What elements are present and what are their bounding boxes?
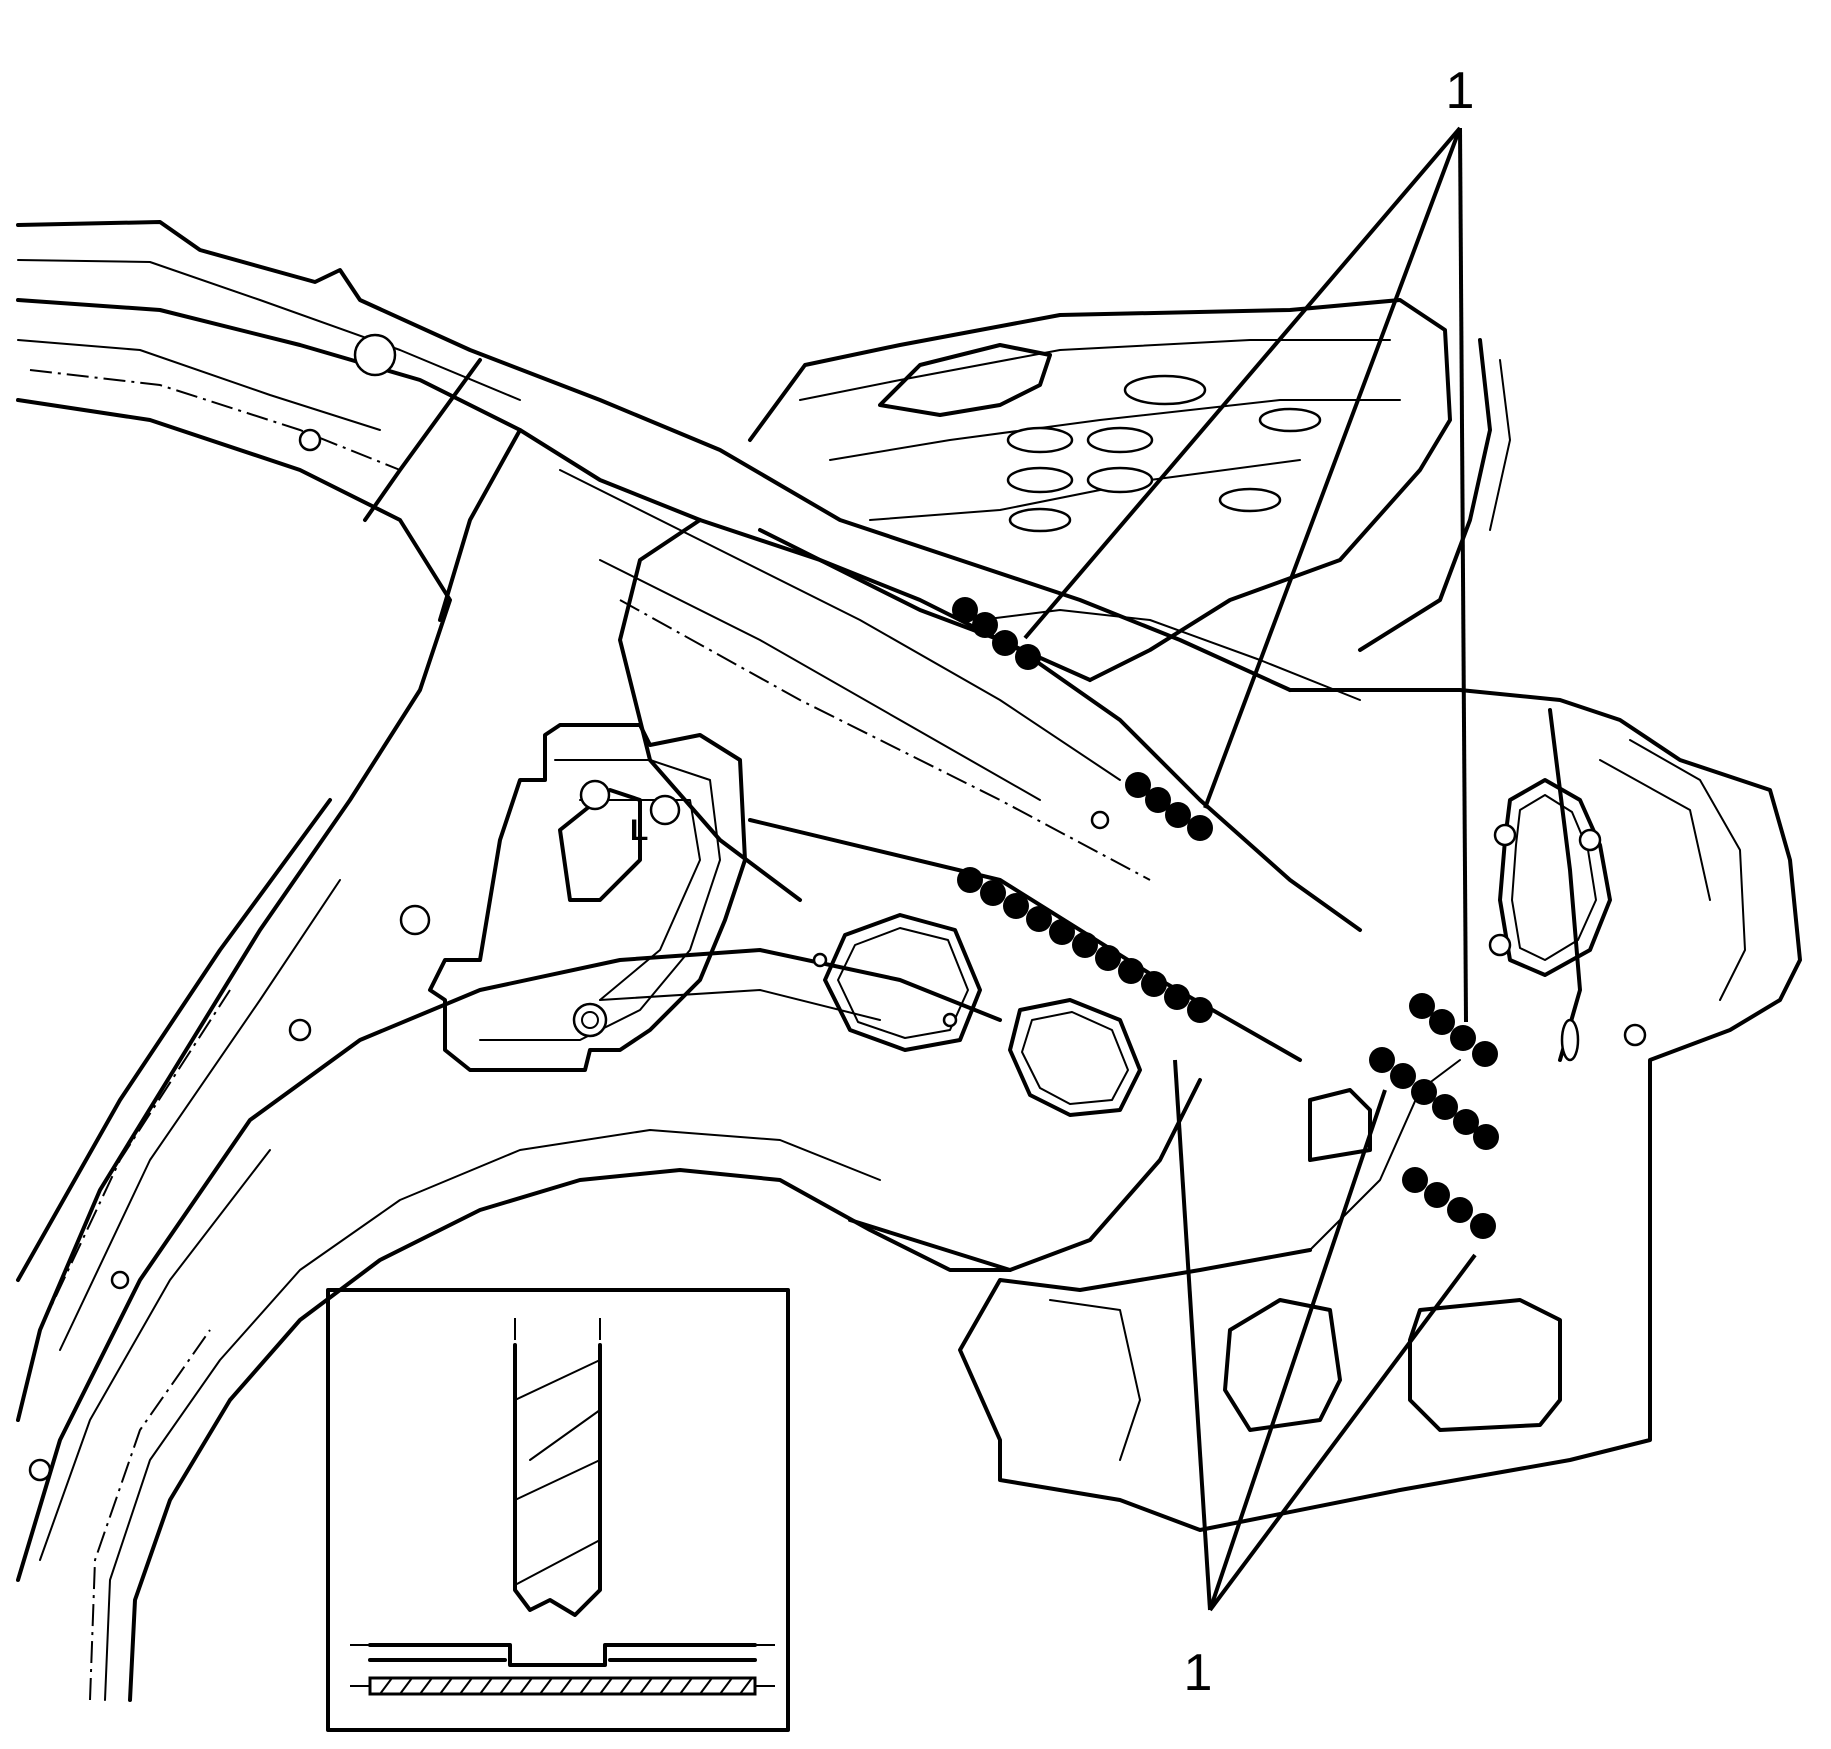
spot-weld-marker xyxy=(1187,997,1213,1023)
callout-leaders-bottom xyxy=(1173,1059,1477,1612)
spot-weld-marker xyxy=(1447,1197,1473,1223)
drill-bit-icon xyxy=(513,1318,602,1617)
spot-weld-marker xyxy=(992,630,1018,656)
spot-weld-group-middle xyxy=(1125,772,1213,841)
spot-weld-marker xyxy=(1390,1063,1416,1089)
spot-weld-marker xyxy=(980,880,1006,906)
callout-label-top: 1 xyxy=(1446,62,1475,120)
spot-weld-marker xyxy=(1118,958,1144,984)
spot-weld-marker xyxy=(1141,971,1167,997)
body-side-panel xyxy=(16,220,1292,1482)
spot-weld-marker xyxy=(1026,906,1052,932)
spot-weld-marker xyxy=(1072,932,1098,958)
drill-inset xyxy=(326,1288,790,1732)
spot-weld-marker xyxy=(957,867,983,893)
spot-weld-marker xyxy=(1145,787,1171,813)
spot-weld-group-right-lower xyxy=(1402,1167,1496,1239)
part-marking-letter: L xyxy=(630,814,648,847)
spot-weld-marker xyxy=(1164,984,1190,1010)
spot-weld-marker xyxy=(1473,1124,1499,1150)
quarter-bracket: L xyxy=(428,723,747,1072)
callout-label-bottom: 1 xyxy=(1184,1644,1213,1702)
spot-weld-group-lower-long xyxy=(957,867,1213,1023)
spot-weld-group-upper xyxy=(952,597,1041,670)
spot-weld-marker xyxy=(1450,1025,1476,1051)
spot-weld-marker xyxy=(1165,802,1191,828)
spot-weld-marker xyxy=(1402,1167,1428,1193)
tail-lamp-pocket-panel xyxy=(958,688,1802,1532)
spot-weld-group-right-middle xyxy=(1369,1047,1499,1150)
spot-weld-marker xyxy=(1003,893,1029,919)
spot-weld-marker xyxy=(952,597,978,623)
spot-weld-marker xyxy=(1015,644,1041,670)
spot-weld-marker xyxy=(1411,1079,1437,1105)
spot-weld-marker xyxy=(1369,1047,1395,1073)
spot-weld-marker xyxy=(1409,993,1435,1019)
spot-weld-marker xyxy=(1095,945,1121,971)
quarter-inner-panel xyxy=(518,428,1362,1272)
spot-weld-marker xyxy=(1125,772,1151,798)
spot-weld-group-right-upper xyxy=(1409,993,1498,1067)
spot-weld-marker xyxy=(1187,815,1213,841)
spot-weld-marker xyxy=(1472,1041,1498,1067)
spot-weld-marker xyxy=(1432,1094,1458,1120)
spot-weld-marker xyxy=(1453,1109,1479,1135)
rear-closing-panel-upper xyxy=(748,298,1511,701)
sheet-metal-section xyxy=(350,1643,775,1696)
callout-leaders-top xyxy=(1023,126,1468,1023)
spot-weld-marker xyxy=(1470,1213,1496,1239)
spot-weld-marker xyxy=(1049,919,1075,945)
spot-weld-marker xyxy=(1429,1009,1455,1035)
spot-weld-marker xyxy=(1424,1182,1450,1208)
spot-weld-marker xyxy=(972,612,998,638)
